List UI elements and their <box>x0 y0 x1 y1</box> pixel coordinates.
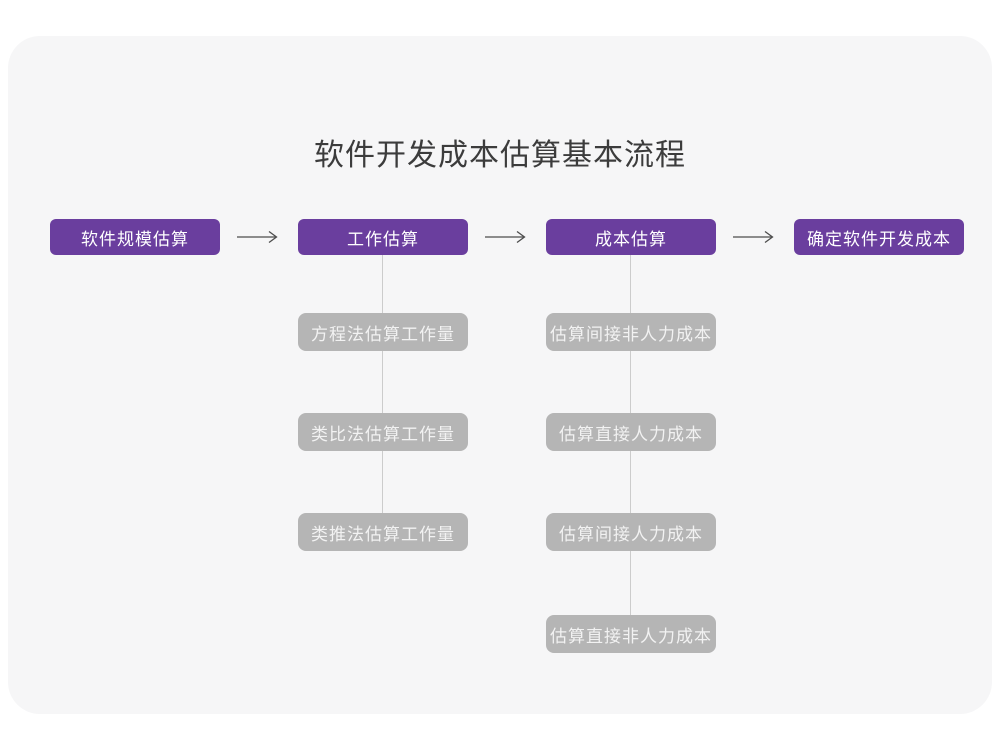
flowchart-card: 软件开发成本估算基本流程 软件规模估算 工作估算 成本估算 确定软件开发成本 方… <box>8 36 992 714</box>
arrow-right-icon <box>485 230 526 244</box>
work-method-extrapolation: 类推法估算工作量 <box>298 513 468 551</box>
connector-line-work-estimation <box>382 254 383 533</box>
work-method-equation: 方程法估算工作量 <box>298 313 468 351</box>
flow-step-determine-dev-cost: 确定软件开发成本 <box>794 219 964 255</box>
arrow-right-icon <box>237 230 278 244</box>
flow-step-software-scale-estimation: 软件规模估算 <box>50 219 220 255</box>
cost-step-direct-nonlabor: 估算直接非人力成本 <box>546 615 716 653</box>
cost-step-indirect-labor: 估算间接人力成本 <box>546 513 716 551</box>
page-title: 软件开发成本估算基本流程 <box>314 139 686 172</box>
cost-step-indirect-nonlabor: 估算间接非人力成本 <box>546 313 716 351</box>
arrow-right-icon <box>733 230 774 244</box>
cost-step-direct-labor: 估算直接人力成本 <box>546 413 716 451</box>
flow-step-cost-estimation: 成本估算 <box>546 219 716 255</box>
flow-step-work-estimation: 工作估算 <box>298 219 468 255</box>
work-method-analogy: 类比法估算工作量 <box>298 413 468 451</box>
